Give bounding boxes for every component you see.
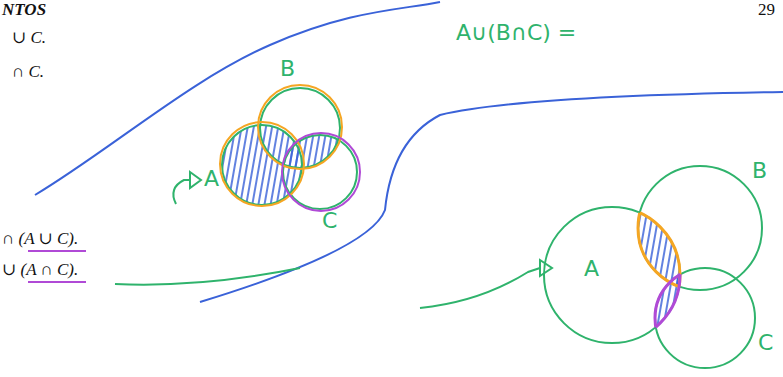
right-venn bbox=[544, 166, 762, 368]
left-venn bbox=[220, 85, 360, 211]
set-label: A bbox=[584, 256, 599, 282]
exercise-text: ∪ C. bbox=[12, 28, 46, 48]
exercise-text: ∩ (A ∪ C). bbox=[2, 229, 78, 249]
exercise-text: ∩ C. bbox=[12, 62, 44, 82]
set-label: A bbox=[204, 166, 219, 192]
pointer-stroke bbox=[115, 268, 300, 285]
set-label: C bbox=[322, 208, 337, 234]
pointer-arrow bbox=[173, 180, 190, 204]
pointer-arrow bbox=[190, 172, 201, 188]
set-label: B bbox=[752, 158, 767, 184]
set-label: C bbox=[758, 330, 773, 356]
underline bbox=[28, 250, 86, 252]
pointer-stroke bbox=[420, 268, 540, 308]
underline bbox=[28, 281, 86, 283]
handwritten-formula: A∪(B∩C) = bbox=[456, 20, 576, 46]
page-number: 29 bbox=[758, 0, 775, 20]
set-label: B bbox=[280, 56, 295, 82]
running-header: NTOS bbox=[2, 0, 46, 20]
exercise-text: ∪ (A ∩ C). bbox=[2, 260, 78, 280]
